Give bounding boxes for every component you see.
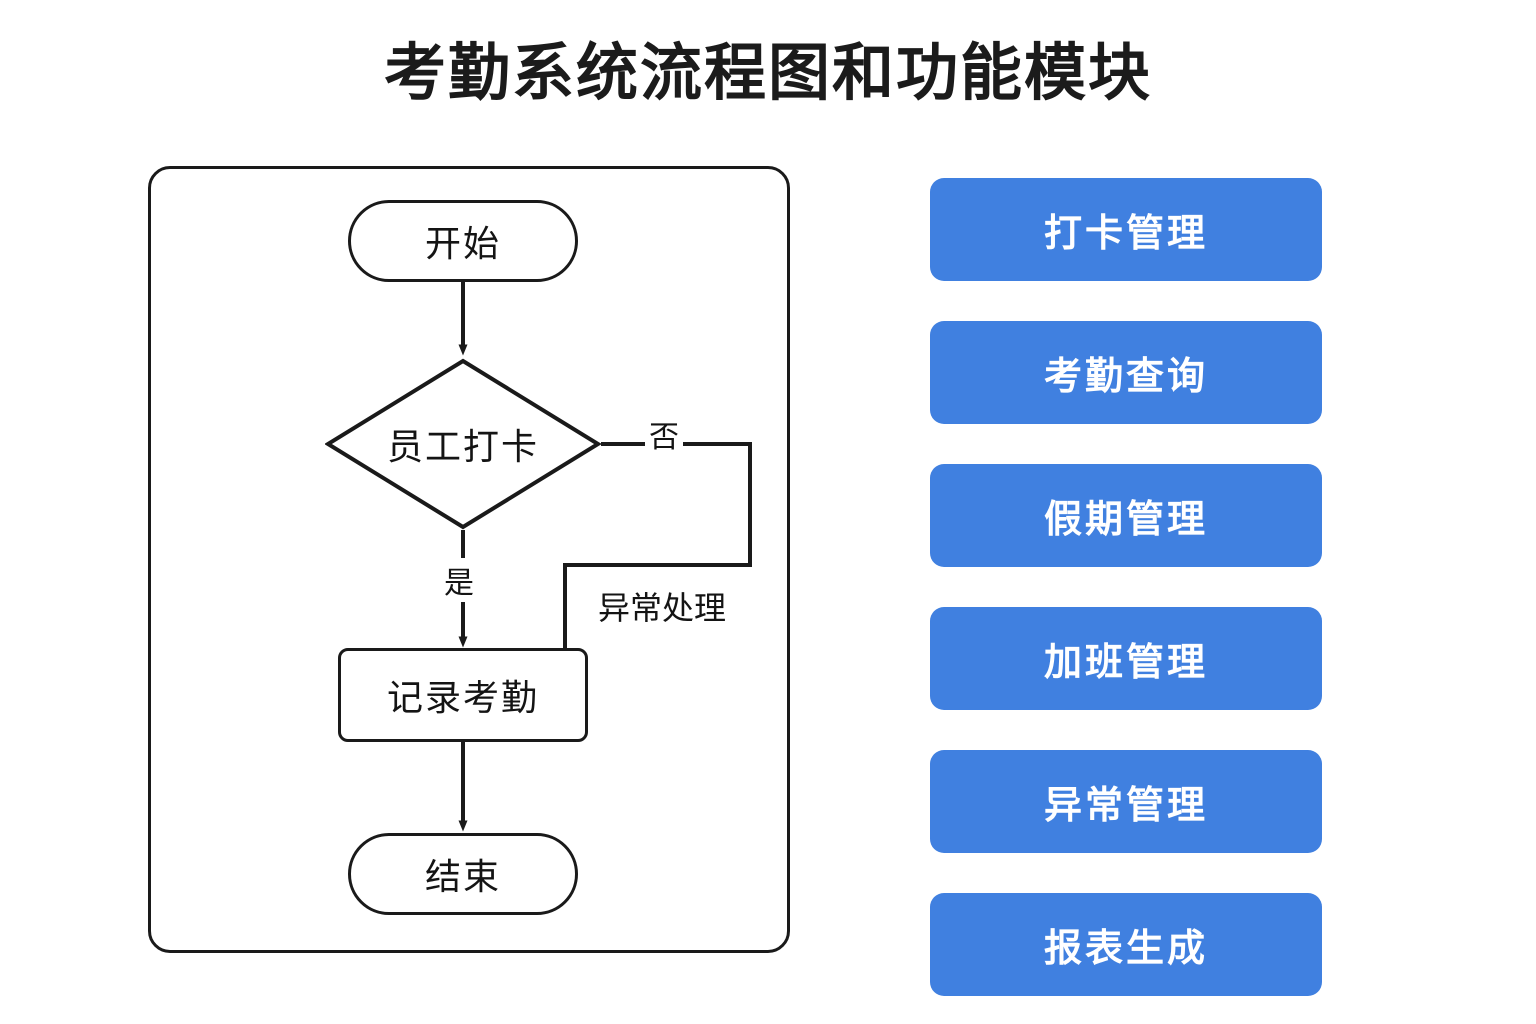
edge-label-yes: 是: [440, 558, 478, 602]
module-button-punch-management[interactable]: 打卡管理: [930, 178, 1322, 281]
edge-label-no: 否: [645, 412, 683, 456]
decision-diamond-shape: [325, 358, 601, 530]
module-button-label: 加班管理: [1043, 640, 1208, 684]
module-button-exception-management[interactable]: 异常管理: [930, 750, 1322, 853]
flow-node-decision[interactable]: 员工打卡: [325, 358, 601, 530]
module-button-label: 假期管理: [1043, 497, 1208, 541]
edge-label-exception: 异常处理: [592, 583, 733, 629]
module-button-report-generation[interactable]: 报表生成: [930, 893, 1322, 996]
page-title: 考勤系统流程图和功能模块: [383, 36, 1152, 109]
flow-node-start[interactable]: 开始: [348, 200, 578, 282]
flow-node-process-label: 记录考勤: [386, 678, 539, 719]
module-button-attendance-query[interactable]: 考勤查询: [930, 321, 1322, 424]
module-button-label: 考勤查询: [1043, 354, 1208, 398]
module-button-label: 报表生成: [1043, 926, 1208, 970]
flow-node-process[interactable]: 记录考勤: [338, 648, 588, 742]
module-button-label: 打卡管理: [1043, 211, 1208, 255]
flow-node-end[interactable]: 结束: [348, 833, 578, 915]
module-button-overtime-management[interactable]: 加班管理: [930, 607, 1322, 710]
module-list: 打卡管理 考勤查询 假期管理 加班管理 异常管理 报表生成: [930, 178, 1322, 996]
module-button-label: 异常管理: [1043, 783, 1208, 827]
module-button-leave-management[interactable]: 假期管理: [930, 464, 1322, 567]
flow-node-end-label: 结束: [424, 857, 501, 898]
flow-node-start-label: 开始: [424, 224, 501, 265]
flow-node-decision-label: 员工打卡: [386, 427, 539, 468]
